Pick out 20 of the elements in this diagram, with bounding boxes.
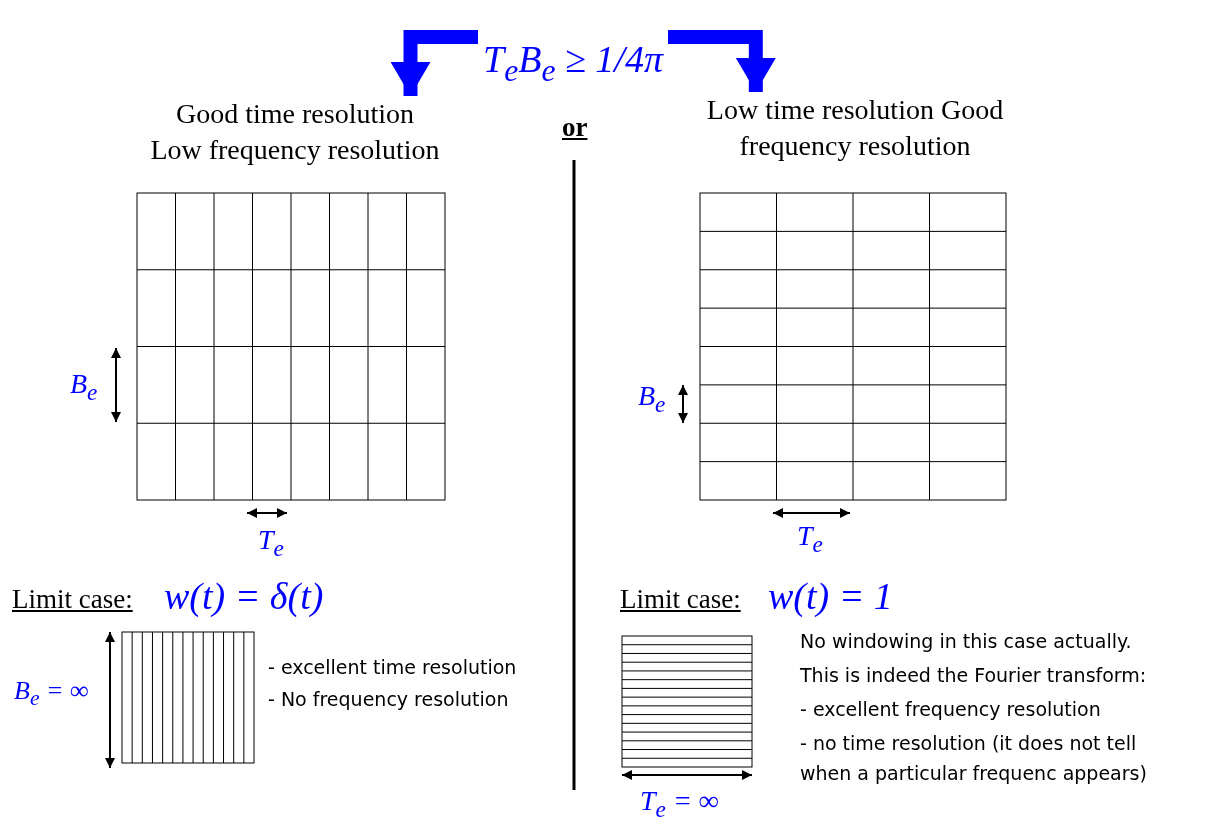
limit-case-heading: Limit case: — [620, 584, 741, 615]
math-label: B$_{e}$ — [70, 368, 98, 406]
math-label: B$_{e}$ = ∞ — [14, 676, 89, 712]
math-label: T$_{e}$ — [258, 524, 284, 562]
bullet-text: - no time resolution (it does not tell when a particular frequenc appears) — [800, 731, 1148, 787]
formula-text: w(t) = 1 — [768, 574, 893, 618]
note-text: This is indeed the Fourier transform: — [800, 663, 1147, 688]
bullet-text: - No frequency resolution — [268, 687, 509, 712]
bullet-text: - excellent frequency resolution — [800, 697, 1101, 722]
bullet-text: - excellent time resolution — [268, 655, 517, 680]
math-label: T$_{e}$ = ∞ — [640, 785, 719, 823]
note-text: No windowing in this case actually. — [800, 629, 1132, 654]
heading-text: Good time resolution Low frequency resolution — [130, 96, 460, 176]
heading-text: Low time resolution Good frequency resolution — [700, 92, 1010, 172]
bent-arrow — [668, 30, 776, 92]
math-label: B$_{e}$ — [638, 380, 666, 418]
formula-text: w(t) = δ(t) — [164, 574, 324, 618]
limit-case-heading: Limit case: — [12, 584, 133, 615]
math-label: T$_{e}$ — [797, 520, 823, 558]
bent-arrow — [390, 30, 478, 96]
